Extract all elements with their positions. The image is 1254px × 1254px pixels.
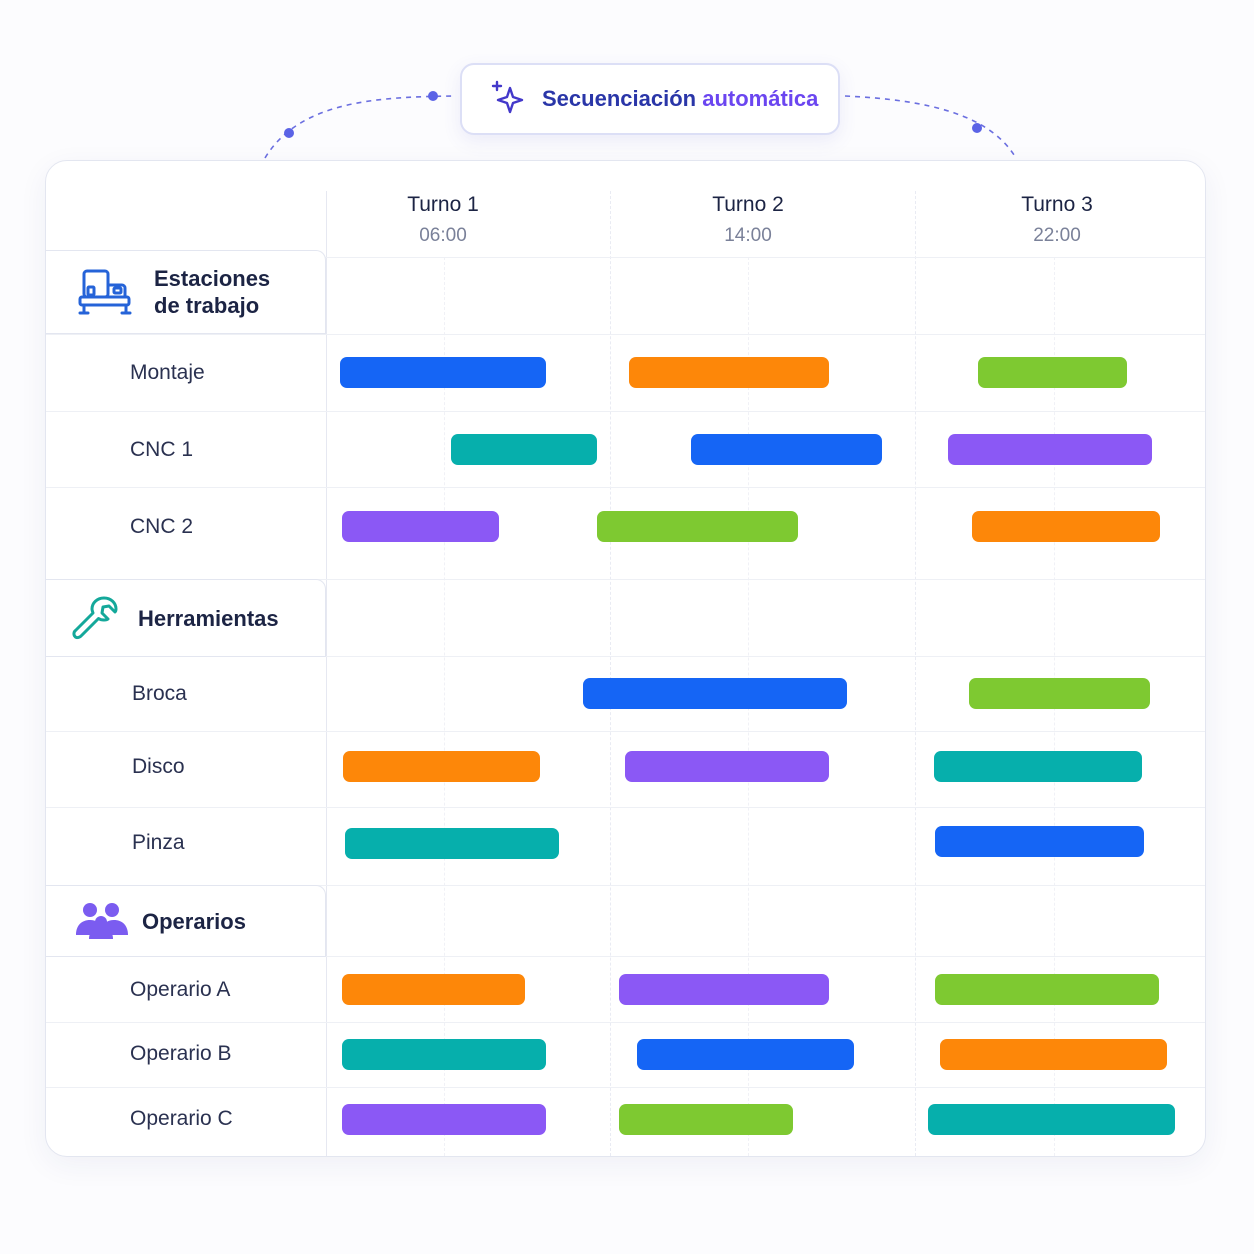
task-bar[interactable] [342,1039,546,1070]
row-label-montaje: Montaje [130,361,205,384]
row-label-disco: Disco [132,755,185,778]
badge-label: Secuenciación automática [542,86,819,111]
task-bar[interactable] [343,751,540,782]
workstation-icon [78,269,132,315]
group-header-operators: Operarios [46,885,326,957]
row-divider [46,807,1205,808]
group-header-tools: Herramientas [46,579,326,657]
row-label-operario-c: Operario C [130,1107,233,1130]
row-label-pinza: Pinza [132,831,185,854]
task-bar[interactable] [583,678,847,709]
shift-time: 14:00 [724,225,772,246]
shift-divider [915,191,916,1156]
row-label-operario-b: Operario B [130,1042,232,1065]
task-bar[interactable] [972,511,1160,542]
task-bar[interactable] [342,1104,546,1135]
shift-time: 06:00 [419,225,467,246]
row-divider [46,1087,1205,1088]
row-divider [46,487,1205,488]
task-bar[interactable] [342,974,525,1005]
task-bar[interactable] [451,434,597,465]
shift-name: Turno 1 [407,193,479,216]
connector-dot [284,128,294,138]
task-bar[interactable] [629,357,829,388]
row-divider [46,885,1205,886]
schedule-card: Turno 1 06:00 Turno 2 14:00 Turno 3 22:0… [45,160,1206,1157]
task-bar[interactable] [691,434,882,465]
shift-midline [444,257,445,1156]
header-divider [46,257,1205,258]
shift-name: Turno 3 [1021,193,1093,216]
wrench-icon [72,596,118,640]
task-bar[interactable] [928,1104,1175,1135]
shift-divider [610,191,611,1156]
task-bar[interactable] [637,1039,854,1070]
shift-header-1: Turno 1 06:00 [303,191,583,247]
shift-header-3: Turno 3 22:00 [917,191,1197,247]
label-column-divider [326,191,327,1156]
task-bar[interactable] [934,751,1142,782]
group-label-line1: Estaciones [154,266,271,291]
task-bar[interactable] [969,678,1150,709]
task-bar[interactable] [940,1039,1167,1070]
task-bar[interactable] [340,357,546,388]
group-label: Operarios [142,908,246,934]
row-label-cnc2: CNC 2 [130,515,194,538]
task-bar[interactable] [345,828,559,859]
task-bar[interactable] [625,751,829,782]
connector-dot [428,91,438,101]
task-bar[interactable] [935,974,1159,1005]
shift-name: Turno 2 [712,193,784,216]
shift-header-2: Turno 2 14:00 [608,191,888,247]
auto-sequencing-badge[interactable]: Secuenciación automática [460,63,840,135]
row-divider [46,656,1205,657]
task-bar[interactable] [619,1104,793,1135]
task-bar[interactable] [948,434,1152,465]
connector-dot [972,123,982,133]
shift-time: 22:00 [1033,225,1081,246]
group-header-workstations: Estaciones de trabajo [46,250,326,334]
row-divider [46,1022,1205,1023]
row-label-cnc1: CNC 1 [130,438,194,461]
row-divider [46,334,1205,335]
task-bar[interactable] [342,511,499,542]
task-bar[interactable] [935,826,1144,857]
row-divider [46,411,1205,412]
task-bar[interactable] [619,974,829,1005]
row-divider [46,956,1205,957]
group-label-line2: de trabajo [154,293,260,318]
task-bar[interactable] [978,357,1127,388]
row-divider [46,731,1205,732]
row-divider [46,579,1205,580]
people-icon [76,903,128,939]
task-bar[interactable] [597,511,798,542]
row-label-broca: Broca [132,682,187,705]
group-label: Herramientas [138,605,279,631]
row-label-operario-a: Operario A [130,978,231,1001]
sparkle-icon [491,80,524,114]
